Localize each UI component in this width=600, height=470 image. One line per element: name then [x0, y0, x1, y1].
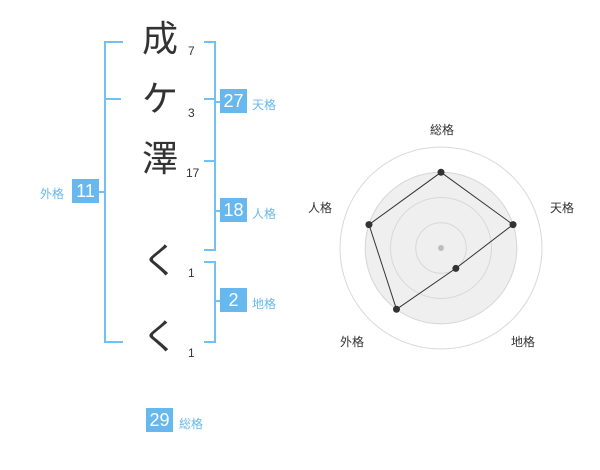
radar-label-tenkaku: 天格: [550, 200, 574, 215]
radar-label-soukaku: 総格: [430, 122, 454, 137]
radar-point-1: [437, 168, 445, 176]
radar-ring: [390, 197, 492, 299]
name-char-1: 成: [141, 19, 178, 60]
chikaku-bracket: [204, 261, 216, 343]
jinkaku-value: 18: [220, 198, 247, 222]
name-char-5: く: [141, 317, 178, 358]
name-char-4: く: [141, 241, 178, 282]
jinkaku-label: 人格: [252, 207, 277, 221]
radar-point-2: [509, 221, 517, 229]
radar-center-dot: [438, 245, 444, 251]
stroke-count-5: 1: [188, 346, 195, 360]
radar-ring: [415, 222, 467, 274]
radar-point-4: [392, 305, 400, 313]
name-char-3: 澤: [141, 139, 178, 180]
radar-points: [365, 168, 517, 313]
chikaku-label: 地格: [252, 297, 277, 311]
gaikaku-bracket-tick: [106, 98, 121, 100]
gaikaku-value: 11: [72, 179, 99, 203]
radar-label-jinkaku: 人格: [308, 200, 332, 215]
name-char-2: ケ: [141, 79, 178, 120]
tenkaku-bracket-stub: [216, 101, 222, 103]
jinkaku-bracket-stub: [216, 210, 222, 212]
radar-point-5: [365, 221, 373, 229]
tenkaku-label: 天格: [252, 98, 277, 112]
chikaku-bracket-stub: [216, 300, 222, 302]
radar-shape: [368, 171, 514, 311]
jinkaku-bracket: [204, 158, 216, 251]
tenkaku-value: 27: [220, 89, 247, 113]
tenkaku-bracket-tick: [204, 98, 214, 100]
radar-label-gaikaku: 外格: [340, 334, 364, 349]
chikaku-value: 2: [220, 288, 247, 312]
stroke-count-1: 7: [188, 44, 195, 58]
soukaku-label: 総格: [179, 417, 204, 431]
tenkaku-bracket: [204, 41, 216, 162]
stroke-count-2: 3: [188, 106, 195, 120]
radar-label-chikaku: 地格: [511, 334, 535, 349]
radar-point-3: [452, 264, 460, 272]
soukaku-value: 29: [146, 408, 173, 432]
gaikaku-label: 外格: [40, 187, 65, 201]
stroke-count-3: 17: [186, 166, 200, 180]
stroke-count-4: 1: [188, 266, 195, 280]
gaikaku-bracket: [104, 41, 123, 343]
